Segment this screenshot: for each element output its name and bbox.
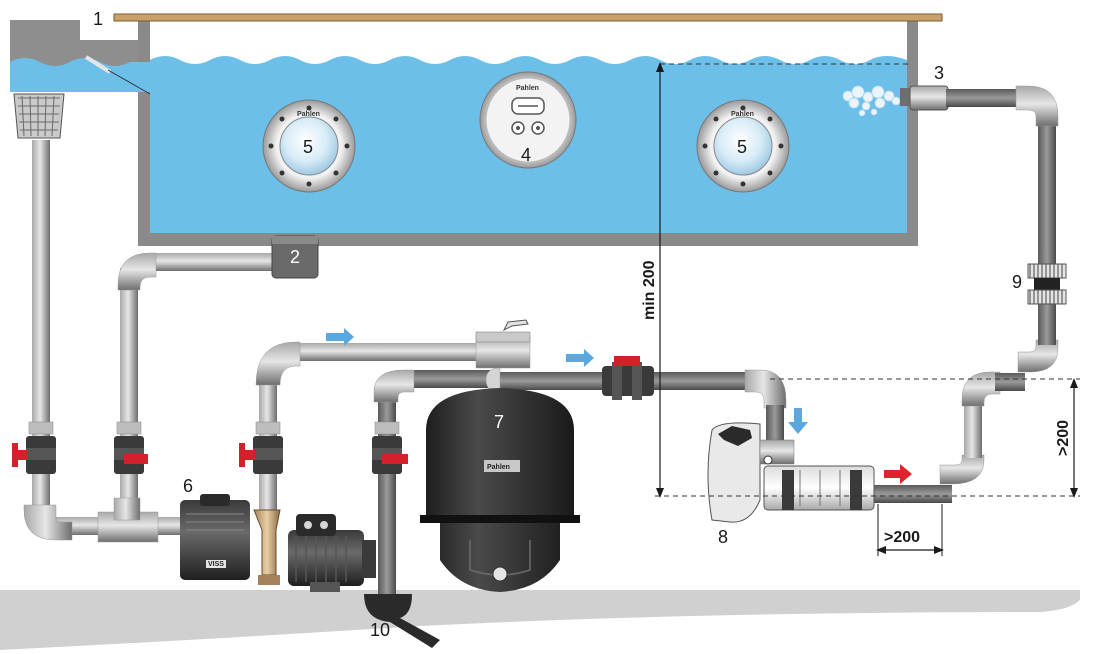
counter-current-unit: Pahlen (479, 71, 577, 169)
pump-brand-label: VISS (208, 561, 224, 568)
pool-cover (113, 13, 943, 22)
pool (10, 13, 949, 246)
ball-valve-skimmer (12, 436, 56, 474)
ball-valve-main-drain (114, 436, 148, 474)
pipework (23, 85, 1059, 595)
dimension-label-min: min 200 (641, 260, 658, 320)
callout-2: 2 (290, 247, 300, 267)
callout-6: 6 (183, 476, 193, 496)
underwater-light-right: Pahlen (696, 99, 790, 193)
ball-valve-drain (372, 436, 408, 474)
dimension-label-bottom: >200 (884, 529, 920, 546)
ball-valve-pump-outlet (239, 436, 283, 474)
sand-filter: Pahlen (420, 319, 580, 592)
callout-5-left: 5 (303, 137, 313, 157)
pump: VISS (180, 494, 376, 592)
callout-7: 7 (494, 412, 504, 432)
callout-9: 9 (1012, 272, 1022, 292)
hot-flow-arrow-icon (884, 464, 912, 484)
skimmer-basket (13, 93, 65, 139)
return-nozzle (900, 85, 949, 111)
callout-5-right: 5 (737, 137, 747, 157)
skimmer-water (10, 58, 150, 92)
flow-arrow-down-icon (788, 408, 808, 434)
light-brand-label: Pahlen (731, 111, 754, 118)
underwater-light-left: Pahlen (262, 99, 356, 193)
callout-1: 1 (93, 9, 103, 29)
callout-3: 3 (934, 63, 944, 83)
skimmer-flap (84, 55, 112, 74)
flow-arrow-icon (566, 349, 594, 367)
callout-4: 4 (521, 145, 531, 165)
dimension-height-min: min 200 (641, 62, 1080, 498)
jet-bubbles (842, 85, 901, 117)
flow-meter (1027, 263, 1067, 305)
dimension-length-bottom: >200 (876, 504, 944, 556)
main-drain (271, 235, 319, 279)
light-brand-label: Pahlen (297, 111, 320, 118)
callout-8: 8 (718, 527, 728, 547)
nozzle-brand-label: Pahlen (516, 85, 539, 92)
electric-heater (707, 422, 875, 523)
callout-10: 10 (370, 620, 390, 640)
ball-valve-heater-bypass (602, 356, 654, 400)
filter-brand-label: Pahlen (487, 464, 510, 471)
dimension-label-right: >200 (1055, 420, 1072, 456)
flow-arrow-icon (326, 328, 354, 346)
ground (0, 590, 1080, 650)
drain-outlet (364, 594, 440, 648)
dimension-height-right: >200 (770, 378, 1080, 498)
